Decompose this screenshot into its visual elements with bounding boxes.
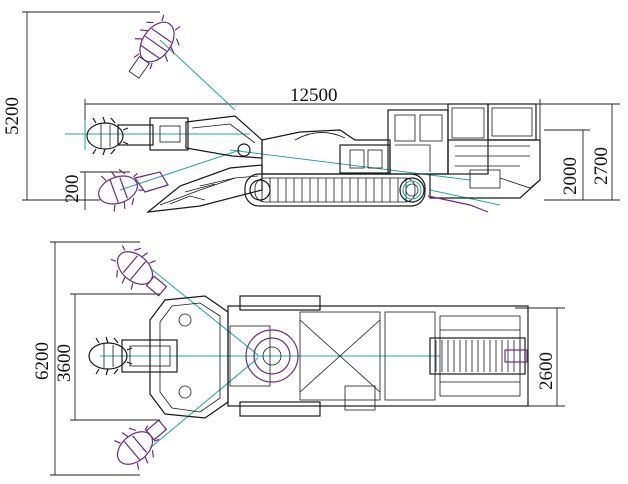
dim-5200-label: 5200 (2, 97, 23, 135)
shovel-plate (121, 295, 229, 419)
top-view: 6200 3600 2600 (32, 241, 565, 476)
conveyor (429, 337, 528, 375)
boom (117, 115, 263, 159)
dim-2000: 2000 (544, 129, 620, 201)
conveyor-tail-accent (427, 195, 489, 213)
boom-axes (65, 39, 501, 206)
dim-5200: 5200 (2, 11, 160, 201)
sprocket-axis (402, 180, 422, 200)
boom-lower-purple (133, 171, 169, 193)
dim-3600-label: 3600 (54, 344, 75, 382)
dim-6200: 6200 (32, 241, 140, 476)
dim-2700-label: 2700 (591, 147, 612, 185)
side-view: 5200 200 12500 2000 2700 (2, 11, 620, 213)
machine-body (261, 103, 541, 199)
dim-12500-label: 12500 (290, 85, 338, 106)
cutting-head-low (98, 168, 144, 212)
cutting-head-top (128, 14, 181, 79)
dim-200-label: 200 (62, 175, 83, 204)
dim-2600-label: 2600 (536, 352, 557, 390)
dim-2600: 2600 (515, 307, 565, 407)
dim-2700: 2700 (540, 103, 620, 200)
cutting-head-top-center (88, 336, 133, 376)
main-frame-top (227, 295, 529, 417)
cutting-head-mid (86, 116, 129, 156)
dim-3600: 3600 (54, 293, 160, 421)
track-pads (261, 178, 407, 202)
conveyor-ribs (435, 340, 521, 372)
cutting-head-top-left (110, 245, 168, 297)
crawler-track (244, 173, 426, 207)
dim-6200-label: 6200 (32, 342, 53, 380)
dim-2000-label: 2000 (560, 157, 581, 195)
cutting-head-top-right (114, 419, 168, 470)
turntable-icon (245, 329, 299, 383)
